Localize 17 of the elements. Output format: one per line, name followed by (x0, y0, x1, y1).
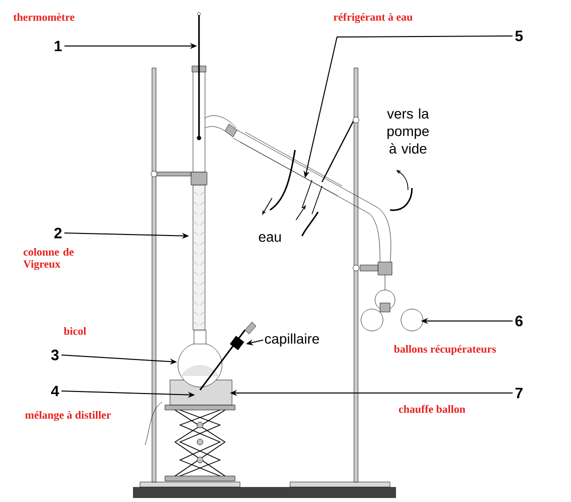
callout-number: 6 (515, 316, 523, 326)
part-label: capillaire (264, 333, 319, 347)
callout-number: 3 (51, 350, 59, 360)
part-name: chauffe ballon (398, 405, 466, 413)
callout-number: 1 (54, 40, 62, 52)
part-name: eau (258, 234, 281, 242)
part-name: colonne de Vigreux (23, 248, 74, 270)
part-name: vers la pompe à vide (387, 108, 429, 154)
callout-number: 7 (515, 388, 523, 398)
callout-number: 4 (51, 386, 60, 396)
callout-number: 2 (54, 228, 62, 238)
part-name: thermomètre (13, 13, 74, 21)
callout-number: 5 (515, 30, 523, 42)
part-name: réfrigérant à eau (334, 12, 412, 24)
part-name: ballons récupérateurs (394, 345, 496, 355)
part-name: bicol (64, 327, 86, 335)
part-name: mélange à distiller (25, 410, 111, 422)
